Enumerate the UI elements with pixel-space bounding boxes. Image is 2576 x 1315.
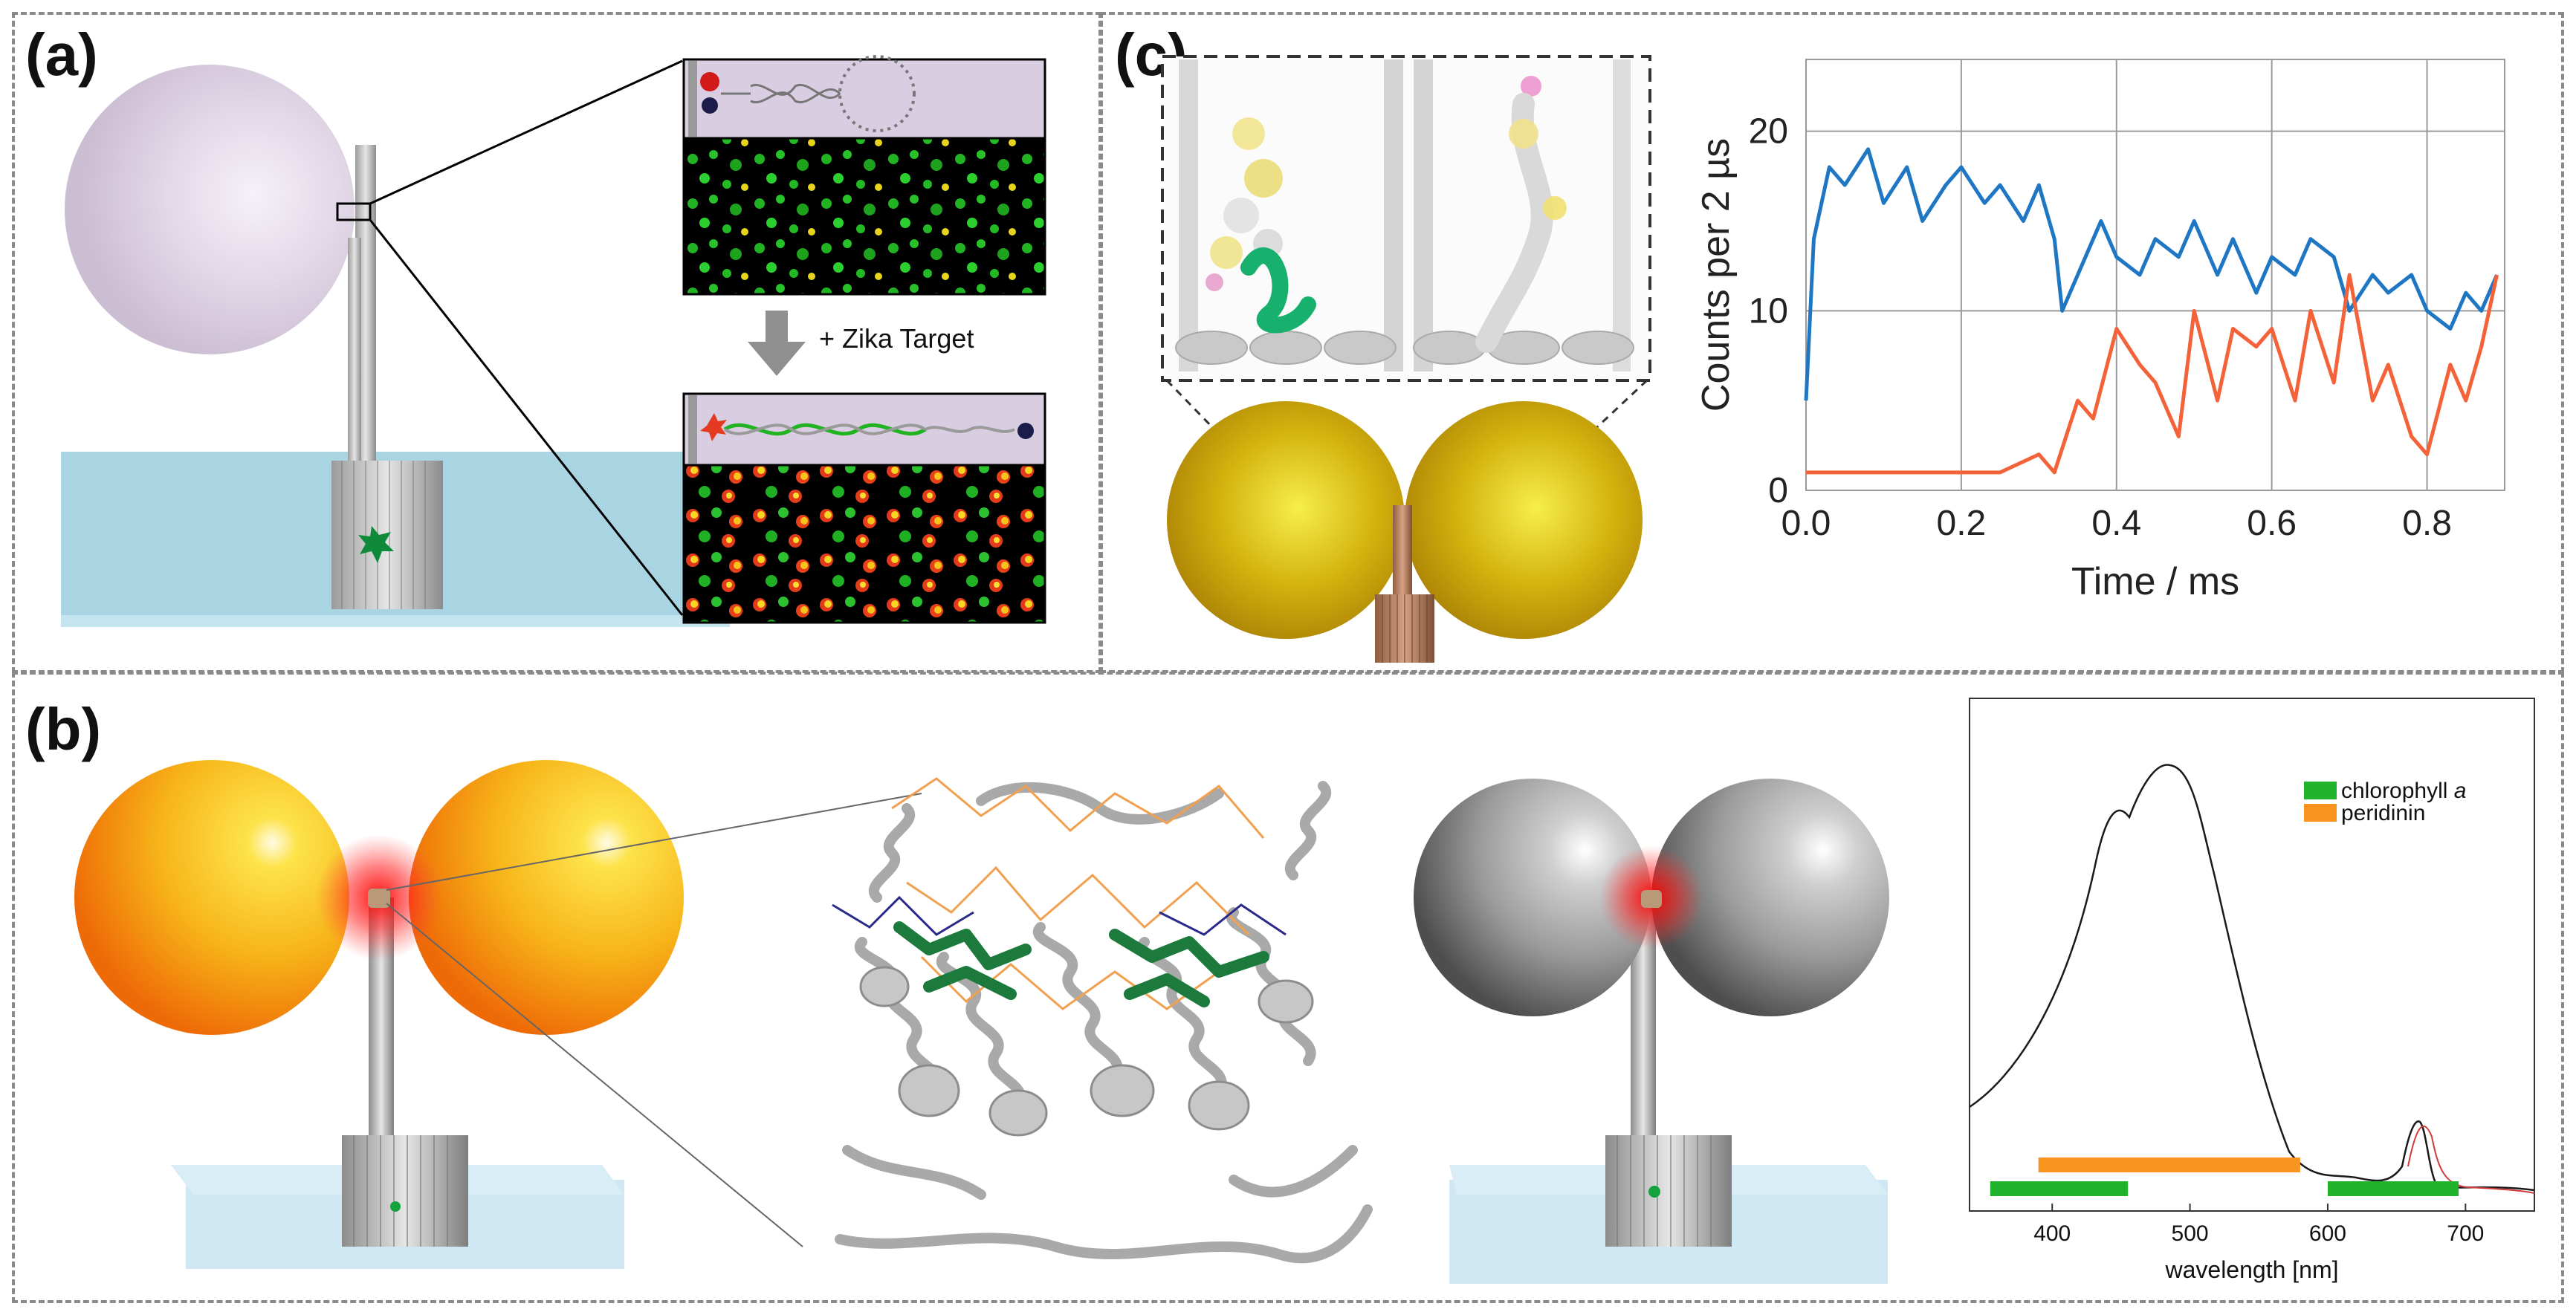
spectrum-x-tick-label: 400 [2033,1221,2071,1246]
spectrum-xlabel: wavelength [nm] [2164,1256,2338,1283]
panel-a-label: (a) [25,22,98,88]
spectrum-curve-red [2407,1126,2535,1194]
x-tick-label: 0.4 [2091,504,2141,543]
y-axis-label: Counts per 2 µs [1695,138,1738,412]
legend-label-chlorophyll: chlorophyll a [2341,779,2466,803]
chlorophyll-band-red [2327,1181,2459,1196]
absorption-spectrum: 400 500 600 700 chlorophyll a peridinin wav… [1969,698,2535,1283]
chlorophyll-band-blue [1990,1181,2129,1196]
series-line-0 [1804,147,2499,401]
panel-a-illustration: + Zika Target [61,55,1046,627]
x-tick-label: 0.8 [2402,504,2452,543]
y-tick-label: 10 [1749,291,1788,331]
x-tick-label: 0.0 [1781,504,1831,543]
y-tick-label: 0 [1768,471,1788,510]
series-line-1 [1806,273,2499,475]
panel-b-label: (b) [25,696,102,762]
spectrum-x-tick-label: 700 [2447,1221,2484,1246]
panel-b-illustration [74,760,1889,1284]
y-tick-label: 20 [1749,112,1788,152]
legend-swatch-chlorophyll [2304,782,2337,799]
x-tick-label: 0.6 [2247,504,2297,543]
spectrum-x-tick-label: 600 [2309,1221,2346,1246]
zika-target-label: + Zika Target [819,323,974,354]
chart-frame [1805,59,2505,491]
legend-swatch-peridinin [2304,804,2337,822]
legend-label-peridinin: peridinin [2341,801,2425,825]
peridinin-band [2038,1157,2300,1172]
panel-b-border [12,672,2564,1303]
panel-c-illustration [1161,55,1651,663]
spectrum-curve [1969,764,2535,1192]
spectrum-x-tick-label: 500 [2172,1221,2209,1246]
x-axis-label: Time / ms [2071,560,2239,603]
x-tick-label: 0.2 [1937,504,1987,543]
